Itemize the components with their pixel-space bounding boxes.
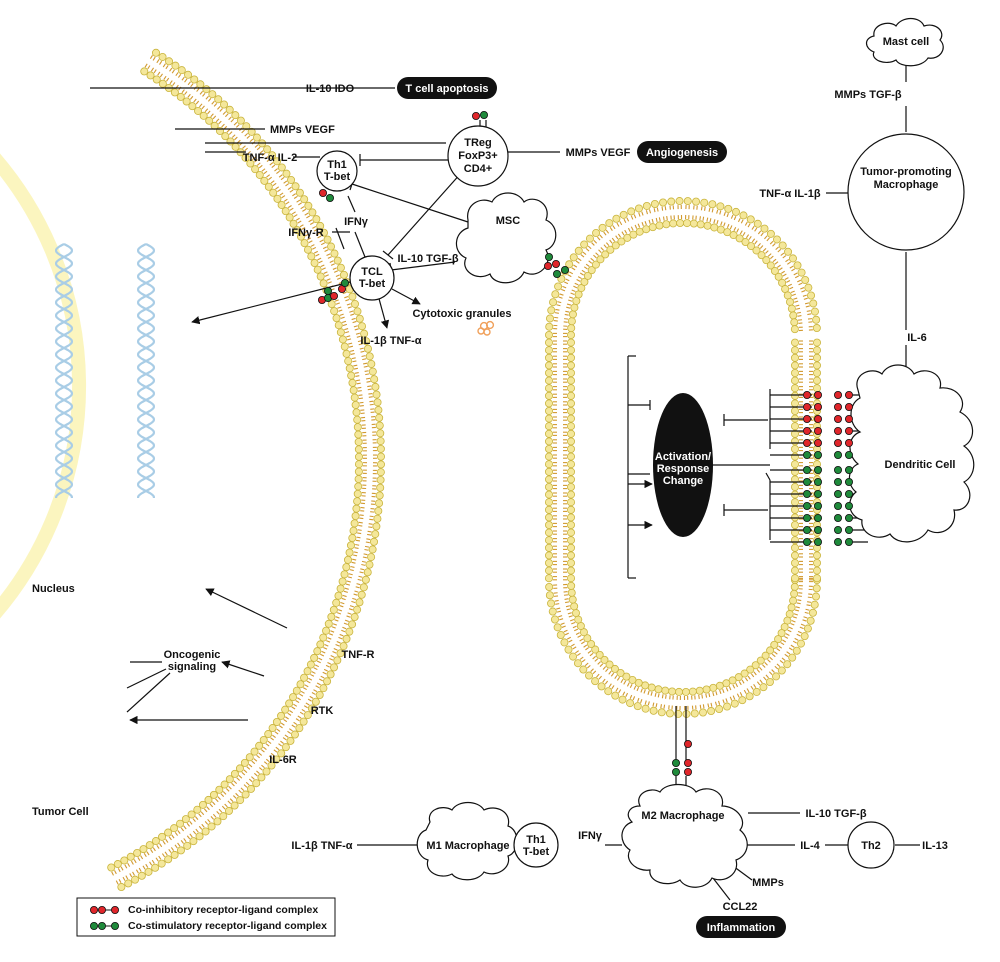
label-il13: IL-13 <box>922 840 948 852</box>
label-cd4: CD4+ <box>464 163 492 175</box>
label-macrophage: Macrophage <box>874 179 939 191</box>
label-tbet-top: T-bet <box>324 171 351 183</box>
msc-cell <box>455 192 557 284</box>
label-il10-tgfb-m2: IL-10 TGF-β <box>805 808 866 820</box>
activation-bracket-right <box>712 414 770 516</box>
label-th1-bottom: Th1 <box>526 834 546 846</box>
tumor-cell-membrane <box>107 48 385 892</box>
label-cytotoxic-granules: Cytotoxic granules <box>412 308 511 320</box>
label-t-cell-apoptosis: T cell apoptosis <box>405 83 488 95</box>
label-m1-macrophage: M1 Macrophage <box>426 840 509 852</box>
label-tcl: TCL <box>361 266 383 278</box>
cytotoxic-granules-icon <box>477 320 495 336</box>
label-il4: IL-4 <box>800 840 820 852</box>
m1-macrophage <box>416 801 518 881</box>
vessel-membrane <box>545 197 822 718</box>
legend-stimulatory: Co-stimulatory receptor-ligand complex <box>128 920 327 932</box>
activation-response-node <box>653 393 713 537</box>
receptor-complexes <box>317 111 854 777</box>
label-il1b-tnfa-m1: IL-1β TNF-α <box>291 840 352 852</box>
label-angiogenesis: Angiogenesis <box>646 147 718 159</box>
mast-cell <box>865 17 944 67</box>
label-mast-cell: Mast cell <box>883 36 929 48</box>
label-tnf-il2: TNF-α IL-2 <box>243 152 297 164</box>
label-ifng-bottom: IFNγ <box>578 830 603 842</box>
label-activation: Activation/ <box>655 451 711 463</box>
activation-bracket-left <box>627 355 653 579</box>
label-il10-tgfb-msc: IL-10 TGF-β <box>397 253 458 265</box>
label-inflammation: Inflammation <box>707 922 776 934</box>
label-mmps-bottom: MMPs <box>752 877 784 889</box>
angiogenesis-pill <box>637 141 727 163</box>
label-response: Response <box>657 463 710 475</box>
label-dendritic-cell: Dendritic Cell <box>885 459 956 471</box>
label-ifng: IFNγ <box>344 216 369 228</box>
dendritic-cell <box>848 364 975 543</box>
label-mmps-vegf-right: MMPs VEGF <box>566 147 631 159</box>
label-oncogenic: Oncogenic <box>164 649 221 661</box>
label-ifngr: IFNγ-R <box>288 227 324 239</box>
inflammation-pill <box>696 916 786 938</box>
label-il10-ido: IL-10 IDO <box>306 83 355 95</box>
m2-macrophage <box>621 783 748 888</box>
label-tbet-bottom: T-bet <box>523 846 550 858</box>
th1-cell-bottom <box>513 822 559 868</box>
label-ccl22: CCL22 <box>723 901 758 913</box>
label-il6r: IL-6R <box>269 754 297 766</box>
label-tbet-tcl: T-bet <box>359 278 386 290</box>
label-th2: Th2 <box>861 840 881 852</box>
label-foxp3: FoxP3+ <box>458 150 497 162</box>
label-mmps-vegf-left: MMPs VEGF <box>270 124 335 136</box>
label-msc: MSC <box>496 215 521 227</box>
label-tumor-cell: Tumor Cell <box>32 806 89 818</box>
label-nucleus: Nucleus <box>32 583 75 595</box>
label-treg: TReg <box>464 137 492 149</box>
label-m2-macrophage: M2 Macrophage <box>641 810 724 822</box>
nucleus-envelope <box>0 153 86 619</box>
label-th1-top: Th1 <box>327 159 347 171</box>
label-tnfa-il1b-mac: TNF-α IL-1β <box>759 188 820 200</box>
label-il6: IL-6 <box>907 332 927 344</box>
dna-helix-group <box>55 243 155 498</box>
label-tnfr: TNF-R <box>342 649 375 661</box>
legend-inhibitory: Co-inhibitory receptor-ligand complex <box>128 904 318 916</box>
t-cell-apoptosis-pill <box>397 77 497 99</box>
label-il1b-tnfa-tcl: IL-1β TNF-α <box>360 335 421 347</box>
treg-cell <box>447 125 509 187</box>
legend: Co-inhibitory receptor-ligand complex Co… <box>76 897 336 937</box>
label-signaling: signaling <box>168 661 216 673</box>
th1-cell-top <box>316 150 358 192</box>
label-rtk: RTK <box>311 705 334 717</box>
tumor-promoting-macrophage <box>847 133 965 251</box>
label-mmps-tgfb: MMPs TGF-β <box>834 89 901 101</box>
tcl-cell <box>349 255 395 301</box>
label-tumor-promoting: Tumor-promoting <box>860 166 951 178</box>
th2-cell <box>847 821 895 869</box>
label-change: Change <box>663 475 703 487</box>
